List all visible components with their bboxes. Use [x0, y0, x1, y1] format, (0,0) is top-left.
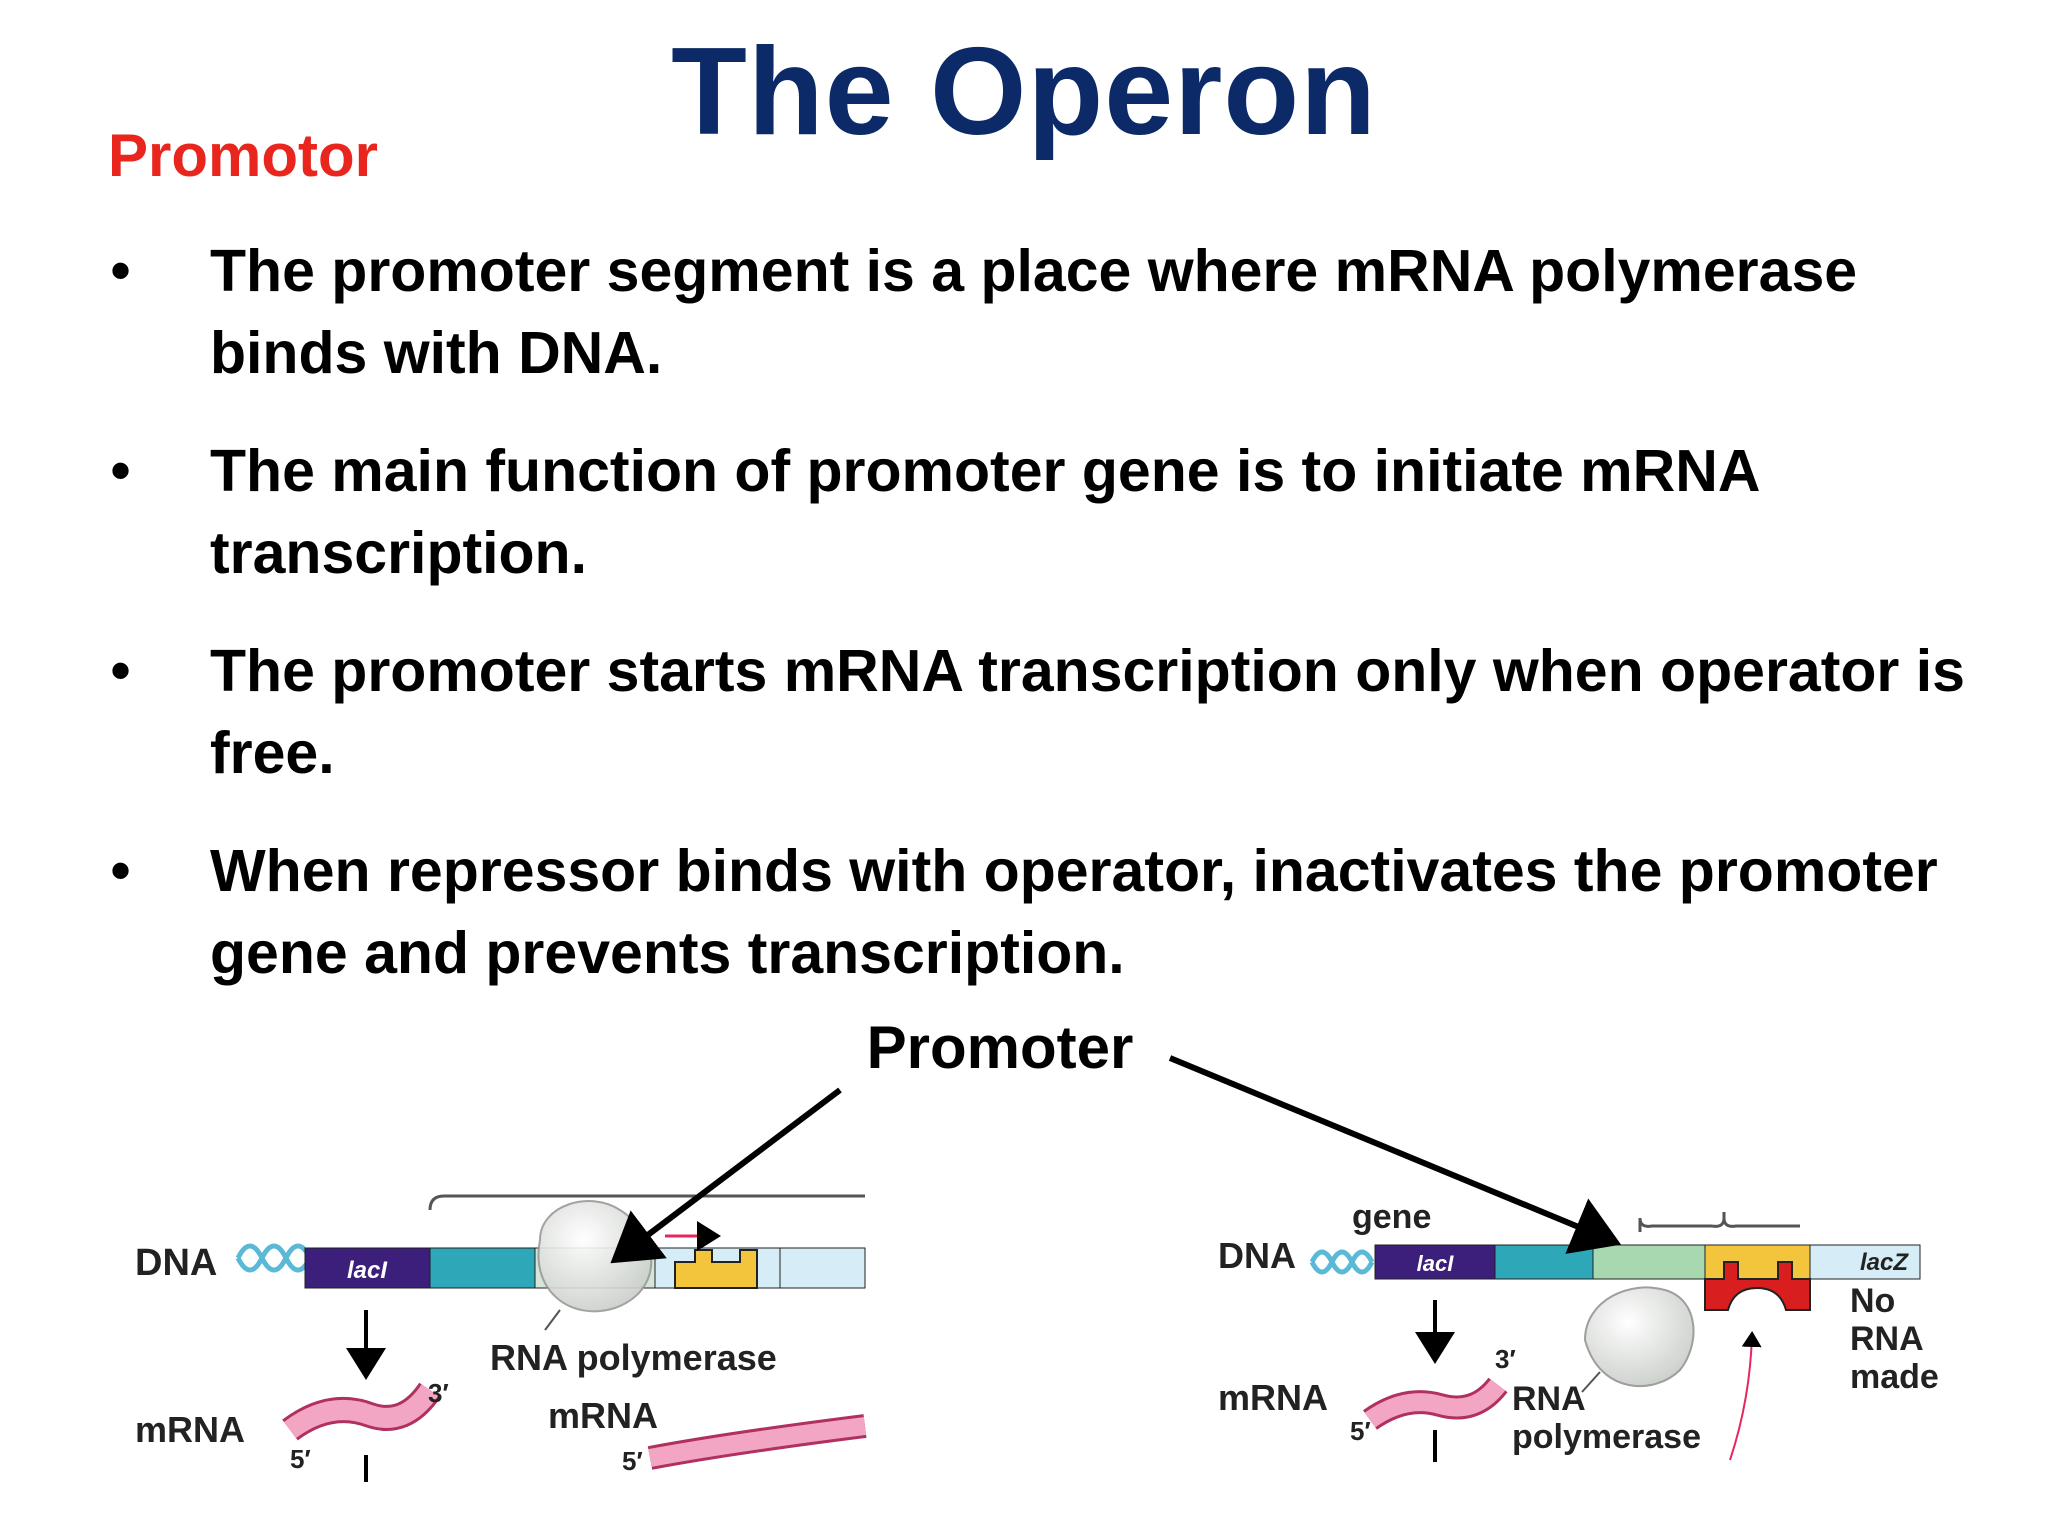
callout-arrow-left	[610, 1087, 842, 1264]
bullet-item: • The main function of promoter gene is …	[110, 430, 1950, 630]
dna-helix-icon	[1309, 1249, 1375, 1275]
right-promoter-teal	[1494, 1244, 1594, 1280]
left-three-prime: 3′	[428, 1378, 449, 1408]
promoter-callout-label: Promoter	[867, 1014, 1134, 1081]
left-bracket	[428, 1194, 865, 1211]
right-lacz-segment	[1809, 1244, 1921, 1280]
inducer-arrow	[1729, 1331, 1762, 1461]
left-dna-label: DNA	[135, 1242, 217, 1284]
callout-arrow-right	[1168, 1055, 1622, 1254]
right-polymerase-line-1: RNA	[1512, 1380, 1586, 1418]
left-operator-notch	[674, 1249, 758, 1289]
bullet-text: The promoter starts mRNA transcription o…	[210, 638, 1965, 786]
right-lacz-label: lacZ	[1860, 1249, 1909, 1276]
dna-helix-icon	[235, 1243, 313, 1273]
left-five-prime-2: 5′	[622, 1446, 643, 1476]
section-heading-promotor: Promotor	[108, 122, 378, 189]
bullet-marker: •	[110, 237, 132, 304]
left-rna-polymerase-shape	[537, 1200, 653, 1313]
bullet-marker: •	[110, 437, 132, 504]
left-panel: DNA lacI RNA polymerase 3′ 5′	[135, 1194, 867, 1482]
slide-title: The Operon	[671, 23, 1377, 161]
no-rna-line-2: RNA	[1850, 1320, 1924, 1358]
bullet-item: • When repressor binds with operator, in…	[110, 830, 1950, 1030]
right-promoter-green	[1592, 1244, 1706, 1280]
no-rna-line-3: made	[1850, 1358, 1939, 1396]
left-mrna-label-2: mRNA	[548, 1395, 658, 1436]
left-lacz-segment	[779, 1247, 866, 1289]
left-five-prime-1: 5′	[290, 1444, 311, 1474]
bullet-marker: •	[110, 637, 132, 704]
right-operator-yellow	[1704, 1244, 1811, 1280]
left-laci-segment	[304, 1247, 431, 1289]
right-laci-segment	[1374, 1244, 1496, 1280]
right-rna-polymerase-shape	[1583, 1286, 1695, 1388]
bullet-text: When repressor binds with operator, inac…	[210, 838, 1938, 986]
right-laci-label: lacI	[1417, 1251, 1455, 1276]
left-promoter-segment	[429, 1247, 536, 1289]
no-rna-line-1: No	[1850, 1282, 1895, 1320]
right-brackets	[1638, 1212, 1800, 1232]
bullet-text: The promoter segment is a place where mR…	[210, 238, 1858, 386]
left-laci-label: lacI	[347, 1257, 388, 1284]
left-rna-polymerase-label: RNA polymerase	[490, 1337, 777, 1378]
repressor-shape	[1704, 1261, 1811, 1311]
bullet-marker: •	[110, 837, 132, 904]
right-dna-label: DNA	[1218, 1235, 1296, 1276]
right-polymerase-line-2: polymerase	[1512, 1418, 1701, 1456]
bullet-text: The main function of promoter gene is to…	[210, 438, 1759, 586]
bullet-item: • The promoter starts mRNA transcription…	[110, 630, 1965, 830]
right-mrna-label: mRNA	[1218, 1377, 1328, 1418]
right-panel: gene DNA lacI lacZ No RNA made RNA polym…	[1218, 1198, 1939, 1462]
bullet-list: • The promoter segment is a place where …	[110, 230, 1965, 1030]
right-gene-label: gene	[1352, 1198, 1431, 1236]
bullet-item: • The promoter segment is a place where …	[110, 230, 1950, 430]
left-mrna-label-1: mRNA	[135, 1409, 245, 1450]
right-five-prime: 5′	[1350, 1416, 1371, 1446]
right-three-prime: 3′	[1495, 1344, 1516, 1374]
